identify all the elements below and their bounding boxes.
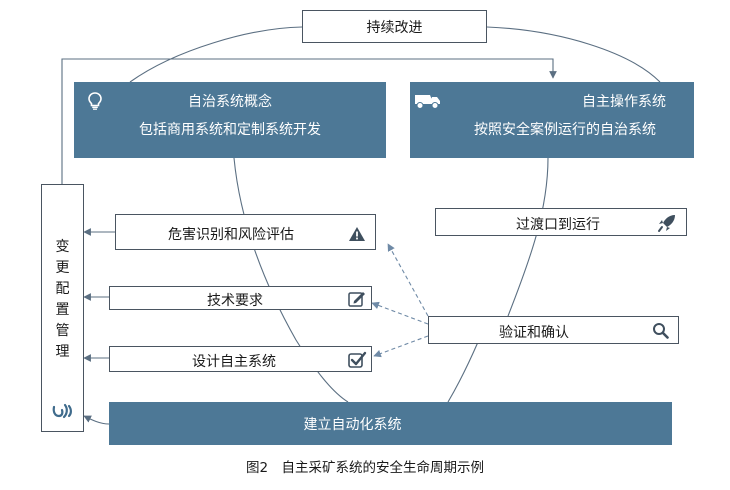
change-config-char-6: 理 <box>55 344 70 360</box>
change-config-char-2: 更 <box>55 260 70 276</box>
figure-caption: 图2 自主采矿系统的安全生命周期示例 <box>245 460 485 476</box>
transition-label: 过渡口到运行 <box>516 217 600 233</box>
hazard-risk-label: 危害识别和风险评估 <box>168 227 294 243</box>
hazard-risk-box: 危害识别和风险评估 <box>115 214 376 250</box>
checkbox-icon <box>348 351 367 368</box>
build-automation-label: 建立自动化系统 <box>303 416 402 433</box>
warning-icon <box>349 227 365 241</box>
logo-icon <box>52 403 72 419</box>
tech-requirements-box: 技术要求 <box>109 286 372 310</box>
design-autonomous-label: 设计自主系统 <box>192 354 276 370</box>
operation-title: 自主操作系统 <box>582 94 666 110</box>
change-config-char-1: 变 <box>55 239 70 255</box>
autonomous-concept-panel: 自治系统概念 包括商用系统和定制系统开发 <box>74 82 386 158</box>
continuous-improvement-label: 持续改进 <box>366 19 423 36</box>
mining-truck-icon <box>415 95 440 109</box>
change-config-char-5: 管 <box>55 323 70 339</box>
change-config-char-3: 配 <box>55 281 70 297</box>
rocket-icon <box>658 215 675 232</box>
autonomous-operation-panel: 自主操作系统 按照安全案例运行的自治系统 <box>410 82 694 158</box>
operation-subtitle: 按照安全案例运行的自治系统 <box>474 122 656 138</box>
verification-validation-box: 验证和确认 <box>428 316 679 344</box>
tech-requirements-label: 技术要求 <box>207 293 263 309</box>
lightbulb-icon <box>88 92 102 110</box>
concept-title: 自治系统概念 <box>188 94 272 110</box>
change-config-char-4: 置 <box>55 302 70 318</box>
search-icon <box>653 323 669 339</box>
design-autonomous-box: 设计自主系统 <box>109 346 372 372</box>
transition-to-operation-box: 过渡口到运行 <box>435 208 687 236</box>
build-automation-bar: 建立自动化系统 <box>109 402 672 445</box>
change-config-management-panel: 变 更 配 置 管 理 <box>41 184 84 432</box>
verification-label: 验证和确认 <box>499 325 569 341</box>
continuous-improvement-box: 持续改进 <box>302 10 487 43</box>
concept-subtitle: 包括商用系统和定制系统开发 <box>139 122 321 138</box>
edit-icon <box>348 292 365 307</box>
